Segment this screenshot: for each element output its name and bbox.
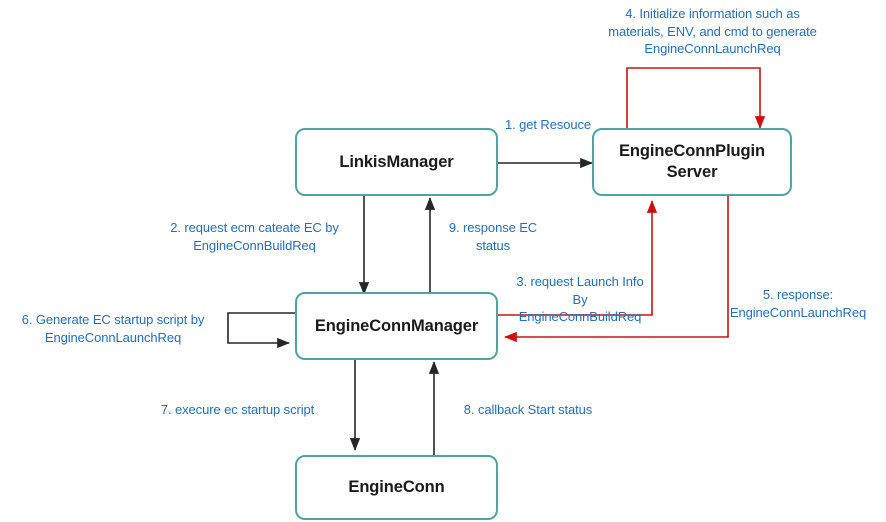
node-linkis-manager-label: LinkisManager (339, 152, 454, 171)
node-linkis-manager[interactable]: LinkisManager (295, 128, 498, 196)
edge-label-3: 3. request Launch Info By EngineConnBuil… (516, 274, 644, 325)
edge-6-generate-ec-startup-script-selfloop (227, 312, 296, 349)
edge-label-2: 2. request ecm cateate EC by EngineConnB… (170, 220, 339, 253)
node-engineconn[interactable]: EngineConn (295, 455, 498, 520)
edge-4-initialize-information-selfloop (626, 67, 766, 133)
node-engineconn-label: EngineConn (348, 478, 445, 497)
edge-3-request-launch-info (498, 200, 658, 316)
node-engineconn-manager-label: EngineConnManager (314, 316, 479, 335)
edge-label-7: 7. execure ec startup script (160, 402, 315, 417)
node-engineconnplugin-server-label-line2: Server (666, 163, 718, 181)
node-engineconnplugin-server[interactable]: EngineConnPlugin Server (592, 128, 792, 196)
edge-label-5: 5. response: EngineConnLaunchReq (729, 287, 867, 320)
edge-label-4: 4. Initialize information such as materi… (608, 6, 817, 57)
edge-label-9: 9. response EC status (448, 220, 538, 253)
edge-5-response-engineconnlaunchreq (504, 196, 729, 343)
node-engineconn-manager[interactable]: EngineConnManager (295, 292, 498, 360)
edge-label-1: 1. get Resouce (504, 117, 592, 132)
edge-label-6: 6. Generate EC startup script by EngineC… (21, 312, 205, 345)
node-engineconnplugin-server-label-line1: EngineConnPlugin (619, 142, 765, 161)
edge-label-8: 8. callback Start status (463, 402, 593, 417)
